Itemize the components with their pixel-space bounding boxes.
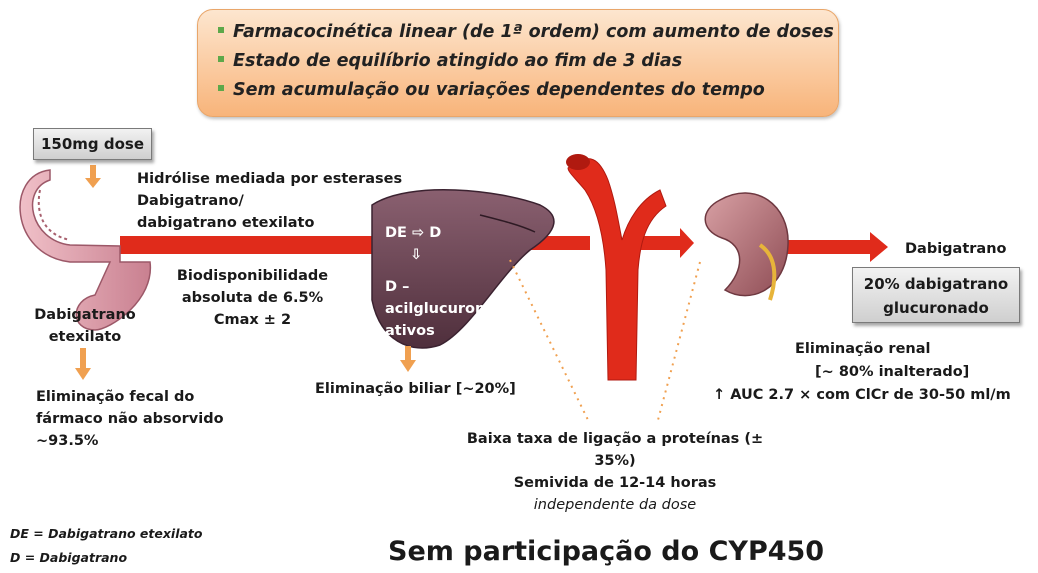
protein-dotted-line-left (509, 259, 589, 421)
flow-arrow-kidney-output (770, 232, 888, 262)
right-arrow-icon: ⇨ (412, 225, 425, 241)
bullet-icon (218, 56, 224, 62)
key-point-item: Farmacocinética linear (de 1ª ordem) com… (218, 22, 834, 42)
key-point-item: Sem acumulação ou variações dependentes … (218, 80, 765, 100)
key-points-box: Farmacocinética linear (de 1ª ordem) com… (197, 9, 839, 117)
fecal-elimination-label: Eliminação fecal do fármaco não absorvid… (36, 389, 224, 449)
kidney-output-label: Dabigatrano (905, 241, 1007, 257)
footer-title: Sem participação do CYP450 (388, 536, 825, 567)
fecal-down-arrow (75, 348, 91, 380)
hydrolysis-label: Hidrólise mediada por esterases Dabigatr… (137, 171, 403, 231)
intestine-icon (19, 169, 151, 331)
bioavailability-label: Biodisponibilidade absoluta de 6.5% Cmax… (176, 268, 329, 328)
protein-binding-label: Baixa taxa de ligação a proteínas (± 35%… (466, 431, 764, 513)
renal-auc-label: ↑ AUC 2.7 × com ClCr de 30-50 ml/m (713, 387, 1011, 403)
key-point-item: Estado de equilíbrio atingido ao fim de … (218, 51, 682, 71)
liver-conversion-label: DE ⇨ D (385, 225, 442, 241)
blood-vessel-icon (566, 154, 667, 381)
gut-label: Dabigatrano etexilato (34, 307, 136, 345)
legend-de: DE = Dabigatrano etexilato (10, 526, 203, 541)
kidney-icon (704, 192, 789, 301)
protein-dotted-line-right (657, 261, 701, 421)
liver-metabolite-label: D – acilglucuronidos ativos (385, 279, 520, 339)
bullet-icon (218, 85, 224, 91)
dose-down-arrow (85, 165, 101, 188)
glucuronide-box: 20% dabigatrano glucuronado (852, 267, 1020, 323)
renal-elimination-line2: [~ 80% inalterado] (815, 364, 970, 380)
bullet-icon (218, 27, 224, 33)
renal-elimination-line1: Eliminação renal (795, 341, 931, 357)
legend-d: D = Dabigatrano (10, 550, 128, 565)
flow-arrow-vessel-kidney (640, 228, 694, 258)
down-arrow-icon: ⇩ (410, 247, 423, 263)
biliary-down-arrow (400, 346, 416, 372)
biliary-elimination-label: Eliminação biliar [~20%] (315, 381, 516, 397)
dose-box: 150mg dose (33, 128, 152, 160)
flow-bar-gut-liver (120, 236, 390, 254)
